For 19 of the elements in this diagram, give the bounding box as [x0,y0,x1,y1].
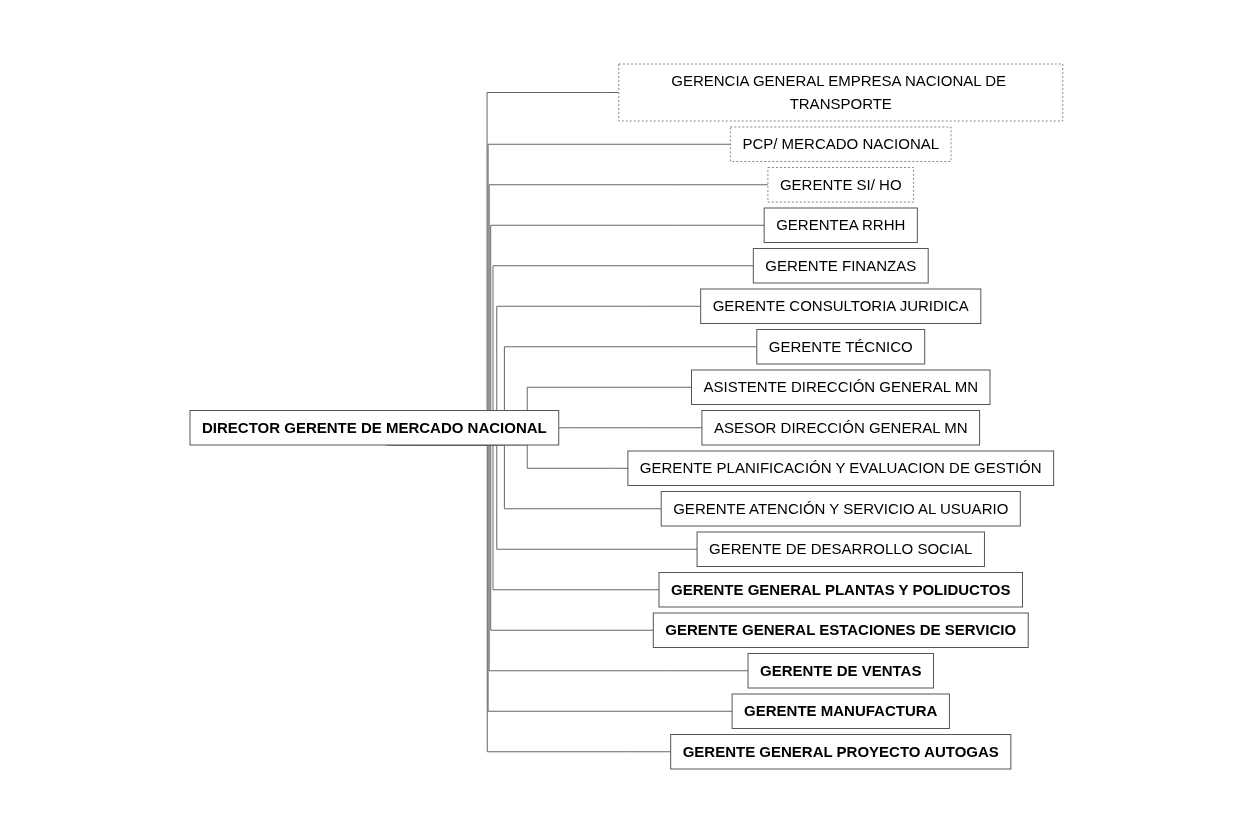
node-box: GERENTE GENERAL ESTACIONES DE SERVICIO [652,612,1029,648]
node-box: GERENTE MANUFACTURA [731,693,951,729]
node-box: GERENTE GENERAL PROYECTO AUTOGAS [670,734,1012,770]
node-box: GERENTEA RRHH [763,207,918,243]
node-box: ASESOR DIRECCIÓN GENERAL MN [701,410,981,446]
node-box: ASISTENTE DIRECCIÓN GENERAL MN [691,369,991,405]
node-box: GERENTE DE VENTAS [747,653,935,689]
node-box: GERENTE DE DESARROLLO SOCIAL [696,531,986,567]
connector [558,427,703,429]
node-box: GERENTE PLANIFICACIÓN Y EVALUACION DE GESTIÓN [627,450,1055,486]
node-box: PCP/ MERCADO NACIONAL [730,126,952,162]
node-box: GERENTE CONSULTORIA JURIDICA [700,288,982,324]
node-box: GERENTE SI/ HO [767,167,915,203]
node-box: GERENTE ATENCIÓN Y SERVICIO AL USUARIO [660,491,1021,527]
node-box: GERENCIA GENERAL EMPRESA NACIONAL DE TRANSPORTE [618,63,1064,122]
node-box: GERENTE FINANZAS [752,248,929,284]
node-box: DIRECTOR GERENTE DE MERCADO NACIONAL [189,410,560,446]
node-box: GERENTE TÉCNICO [756,329,926,365]
node-box: GERENTE GENERAL PLANTAS Y POLIDUCTOS [658,572,1024,608]
